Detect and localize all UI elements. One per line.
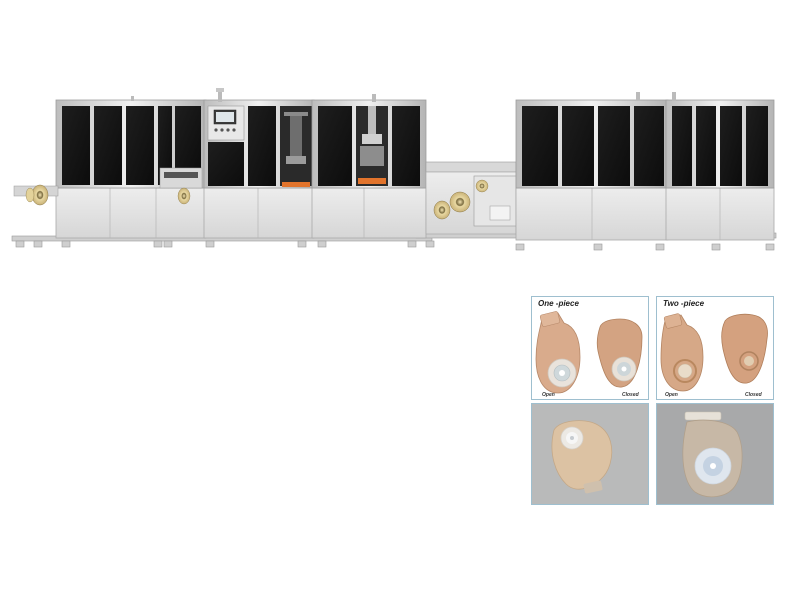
unit-a bbox=[13, 96, 207, 239]
two-piece-pouch-illustration bbox=[660, 313, 768, 392]
two-piece-pouch-photo bbox=[657, 404, 773, 504]
two-piece-photo bbox=[656, 403, 774, 505]
one-piece-closed-label: Closed bbox=[622, 392, 639, 398]
unit-d bbox=[515, 92, 669, 241]
one-piece-pouch-illustration bbox=[535, 311, 643, 394]
one-piece-panel: One -piece Open Closed bbox=[531, 296, 649, 400]
two-piece-title: Two -piece bbox=[663, 299, 705, 308]
two-piece-closed-label: Closed bbox=[745, 392, 762, 398]
one-piece-open-label: Open bbox=[542, 392, 555, 398]
conveyor-bridge bbox=[425, 161, 517, 235]
one-piece-pouch-photo bbox=[532, 404, 648, 504]
two-piece-open-label: Open bbox=[665, 392, 678, 398]
unit-e bbox=[665, 92, 775, 241]
two-piece-panel: Two -piece Open Closed bbox=[656, 296, 774, 400]
one-piece-photo bbox=[531, 403, 649, 505]
one-piece-title: One -piece bbox=[538, 299, 579, 308]
unit-b bbox=[203, 88, 315, 239]
unit-c bbox=[311, 94, 427, 239]
